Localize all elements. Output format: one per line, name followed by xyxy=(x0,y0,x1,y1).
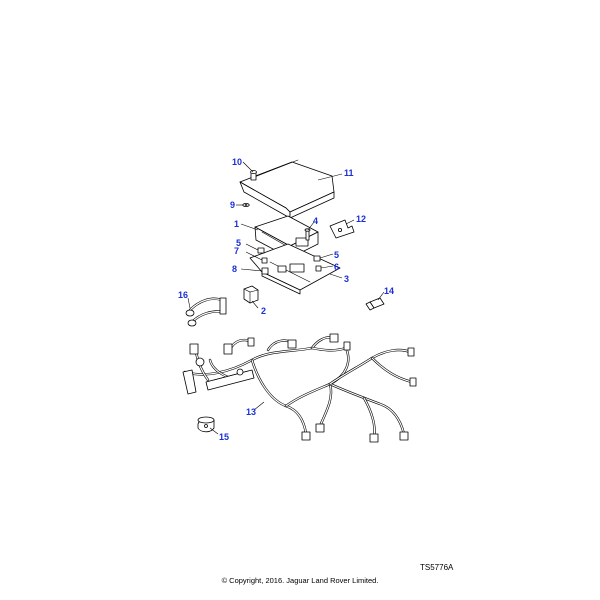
relay-module xyxy=(243,285,259,304)
link-lead xyxy=(185,297,227,327)
ecu-cover xyxy=(239,159,335,219)
fastener xyxy=(315,265,322,272)
control-module xyxy=(254,215,319,259)
washer xyxy=(242,202,250,207)
callout-1: 1 xyxy=(234,219,239,229)
nut xyxy=(261,257,268,264)
bracket xyxy=(329,219,355,239)
wiring-harness xyxy=(182,333,417,443)
leader-lines xyxy=(187,161,385,435)
screw xyxy=(304,228,311,241)
callout-11: 11 xyxy=(344,168,354,178)
clip xyxy=(257,247,265,254)
callout-5b: 5 xyxy=(334,250,339,260)
callout-4: 4 xyxy=(313,216,318,226)
relay xyxy=(261,267,269,275)
callout-15: 15 xyxy=(219,432,229,442)
callout-14: 14 xyxy=(384,286,394,296)
callout-13: 13 xyxy=(246,407,256,417)
callout-7: 7 xyxy=(234,246,239,256)
callout-12: 12 xyxy=(356,214,366,224)
callout-9: 9 xyxy=(230,200,235,210)
callout-8: 8 xyxy=(232,264,237,274)
reference-code: TS5776A xyxy=(420,563,454,572)
clip xyxy=(313,255,321,262)
callout-6: 6 xyxy=(334,262,339,272)
callout-10: 10 xyxy=(232,157,242,167)
callout-labels: 1 2 3 4 5 5 6 7 8 9 10 11 12 13 14 15 16 xyxy=(178,157,394,442)
fuse xyxy=(365,297,385,311)
copyright-notice: © Copyright, 2016. Jaguar Land Rover Lim… xyxy=(221,576,379,585)
callout-2: 2 xyxy=(261,306,266,316)
mounting-tray xyxy=(249,243,341,295)
callout-16: 16 xyxy=(178,290,188,300)
cover-screw xyxy=(250,170,257,181)
callout-5a: 5 xyxy=(236,238,241,248)
callout-3: 3 xyxy=(344,274,349,284)
